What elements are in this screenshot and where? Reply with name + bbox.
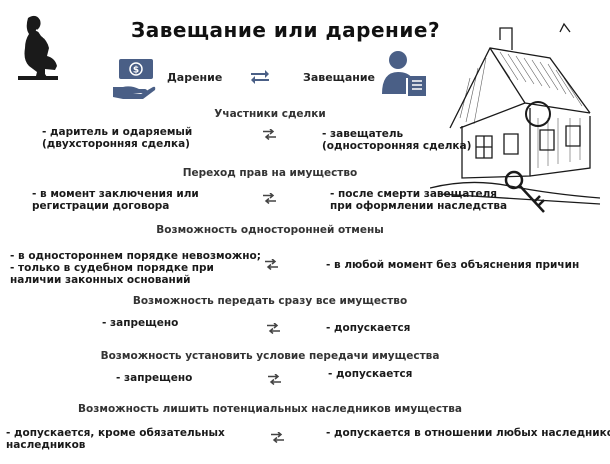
section-right-1: - завещатель (односторонняя сделка): [322, 128, 472, 152]
swap-arrows-icon: [267, 323, 280, 334]
swap-arrows-icon: [265, 259, 278, 270]
section-left-4: - запрещено: [102, 317, 179, 329]
swap-arrows-icon: [268, 374, 281, 385]
section-topic-4: Возможность передать сразу все имущество: [132, 295, 408, 307]
swap-arrows-icon: [263, 129, 276, 140]
section-right-6: - допускается в отношении любых наследни…: [326, 427, 610, 439]
section-left-1: - даритель и одаряемый (двухсторонняя сд…: [42, 126, 193, 150]
section-right-5: - допускается: [328, 368, 413, 380]
section-right-3: - в любой момент без объяснения причин: [326, 259, 580, 271]
page-title: Завещание или дарение?: [131, 18, 441, 42]
header-right-label: Завещание: [303, 71, 376, 84]
header-left-label: Дарение: [167, 71, 223, 84]
section-left-3: - в одностороннем порядке невозможно; - …: [10, 250, 261, 286]
thinker-icon: [12, 14, 64, 82]
svg-text:$: $: [133, 66, 139, 76]
section-left-5: - запрещено: [116, 372, 193, 384]
section-topic-5: Возможность установить условие передачи …: [100, 350, 440, 362]
section-topic-2: Переход прав на имущество: [182, 167, 358, 179]
section-topic-3: Возможность односторонней отмены: [156, 224, 384, 236]
swap-arrows-icon: [250, 68, 270, 86]
section-left-2: - в момент заключения или регистрации до…: [32, 188, 199, 212]
key-icon: [500, 166, 550, 218]
section-right-2: - после смерти завещателя при оформлении…: [330, 188, 508, 212]
section-topic-6: Возможность лишить потенциальных наследн…: [78, 403, 462, 415]
section-topic-1: Участники сделки: [214, 108, 326, 120]
section-left-6: - допускается, кроме обязательных наслед…: [6, 427, 225, 451]
section-right-4: - допускается: [326, 322, 411, 334]
swap-arrows-icon: [263, 193, 276, 204]
swap-arrows-icon: [271, 432, 284, 443]
person-document-icon: [382, 50, 428, 98]
money-hand-icon: $: [111, 57, 157, 101]
